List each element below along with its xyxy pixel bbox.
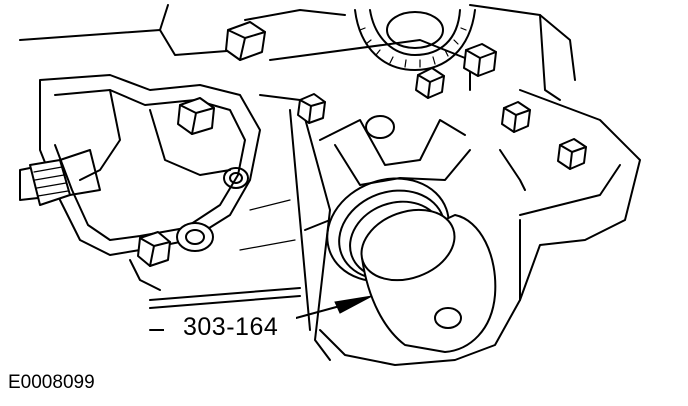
bolt-upper-right-a bbox=[415, 67, 445, 99]
boss-round bbox=[365, 115, 395, 139]
seal-bracket bbox=[319, 119, 526, 191]
bolt-housing-lower bbox=[137, 231, 171, 267]
bolt-right-b bbox=[557, 138, 587, 170]
bolt-right-a bbox=[501, 101, 531, 133]
figure-id: E0008099 bbox=[8, 372, 95, 393]
callout-label-box bbox=[164, 312, 296, 348]
engine-block-outline bbox=[19, 4, 641, 366]
bolt-mid bbox=[297, 93, 326, 124]
temperature-sensor bbox=[19, 149, 101, 206]
callout-label: 303-164 bbox=[183, 313, 279, 341]
bolt-housing-upper bbox=[177, 97, 215, 135]
thermostat-housing bbox=[39, 74, 261, 291]
bolt-top-center bbox=[225, 21, 266, 61]
bolt-upper-right-b bbox=[463, 43, 497, 77]
bolt-group bbox=[137, 21, 587, 267]
tool-bore bbox=[434, 307, 462, 329]
arrowhead-icon bbox=[334, 295, 373, 314]
callout-leader bbox=[295, 295, 373, 319]
bolt-housing-right bbox=[176, 222, 214, 252]
sprocket bbox=[354, 9, 476, 71]
seal-installer-tool bbox=[326, 177, 497, 353]
